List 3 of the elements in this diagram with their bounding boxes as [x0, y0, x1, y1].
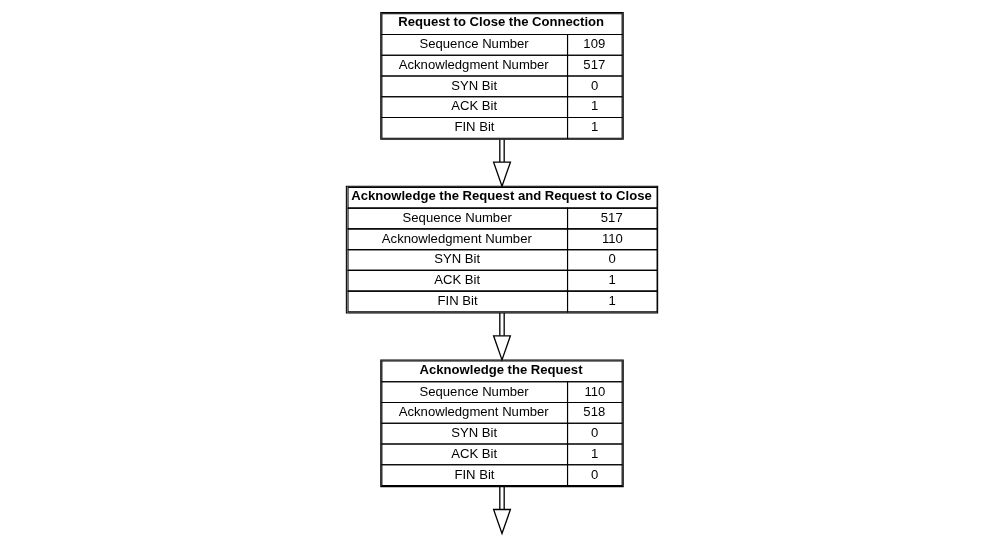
arrow: [492, 312, 512, 362]
arrow: [492, 485, 512, 536]
arrow: [492, 138, 512, 189]
